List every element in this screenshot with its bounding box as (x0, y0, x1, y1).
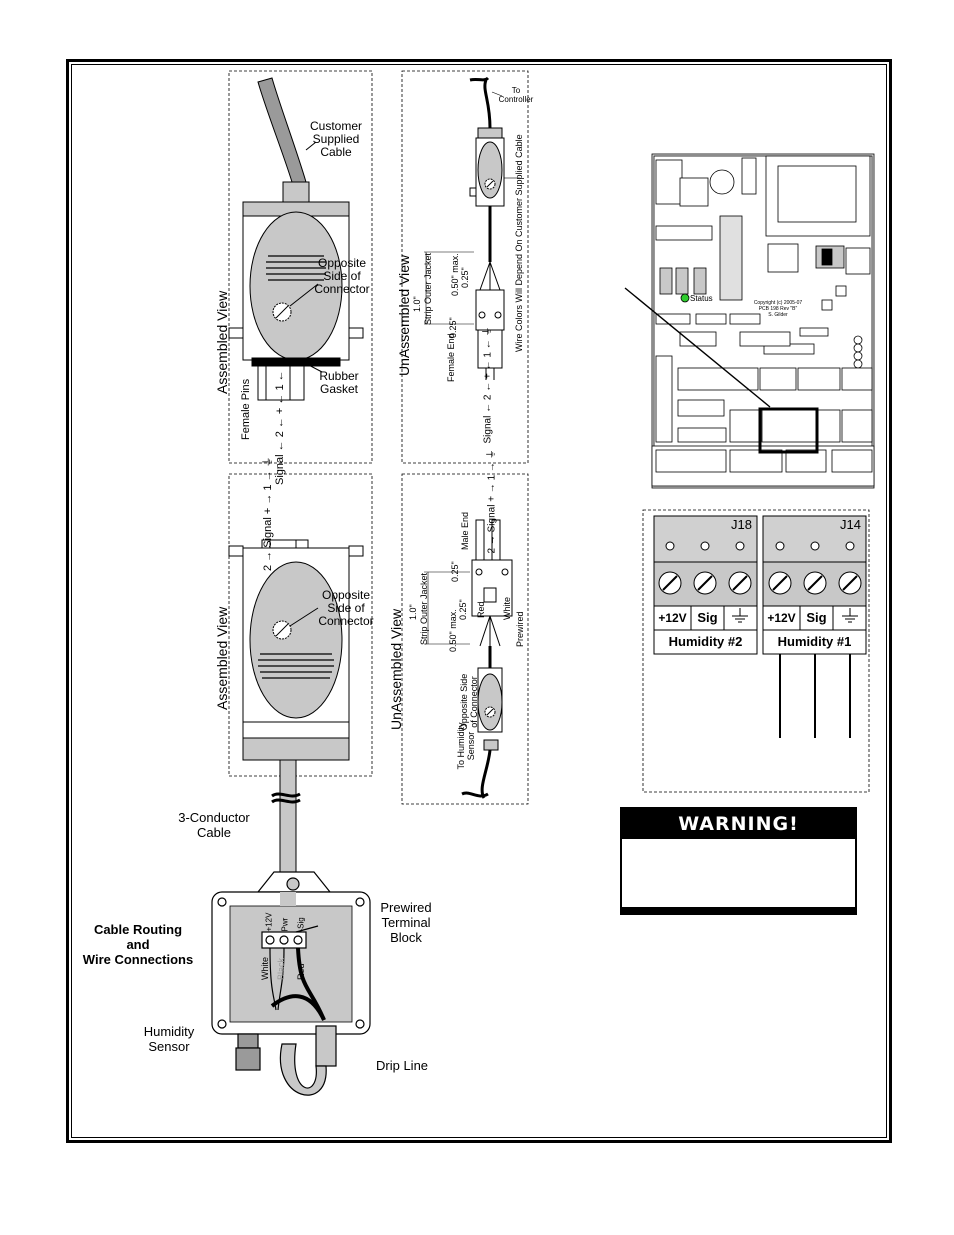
status-led-label: Status (690, 294, 713, 303)
humidity-sensor-label: Humidity Sensor (143, 1024, 195, 1054)
term-sig-label: -Sig (296, 917, 306, 932)
prewired-label: Prewired (515, 611, 525, 647)
humidity1-label: Humidity #1 (777, 634, 852, 649)
strip-jacket-label-top: Strip Outer Jacket (423, 252, 433, 325)
red-label-bottom: Red (476, 601, 486, 618)
unassembled-bottom-pins: 2 → Signal + → 1 → ⏚ (486, 449, 498, 554)
dim-1-0-top: 1.0" (412, 296, 422, 312)
pcb-highlight-box (758, 407, 819, 454)
female-end-label: Female End (446, 333, 456, 382)
assembled-top-connector (228, 77, 364, 401)
junction-box (211, 871, 371, 1096)
three-conductor-label: 3-Conductor Cable (178, 810, 250, 840)
cable-break (271, 792, 301, 804)
white-wire-label: White (260, 956, 270, 980)
j18-sig-label: Sig (697, 610, 718, 625)
warning-bottom-bar (622, 907, 855, 913)
assembled-top-box (228, 70, 373, 464)
terminals-dashed-box (642, 509, 870, 793)
female-pins-label: Female Pins (240, 378, 252, 440)
dim-025a-top: 0.25" (460, 267, 470, 288)
opposite-side-label-bottom: Opposite Side of Connector (318, 588, 374, 628)
terminal-blocks (653, 515, 867, 738)
warning-box: WARNING! (620, 807, 857, 915)
black-wire-label: Black (276, 957, 286, 980)
j14-sig-label: Sig (806, 610, 827, 625)
dim-025a-bottom: 0.25" (450, 561, 460, 582)
assembled-bottom-title: Assembled View (214, 606, 230, 710)
unassembled-bottom-connector (424, 519, 513, 799)
opposite-side-label-top: Opposite Side of Connector (314, 256, 370, 296)
j18-plus12-label: +12V (658, 611, 687, 625)
outer-border (66, 59, 892, 1143)
j14-label: J14 (840, 517, 861, 532)
wire-colors-label: Wire Colors Will Depend On Customer Supp… (514, 134, 524, 352)
male-end-label: Male End (460, 511, 470, 550)
rubber-gasket-label: Rubber Gasket (319, 369, 359, 396)
unassembled-bottom-box (401, 473, 529, 805)
assembled-bottom-box (228, 473, 373, 777)
unassembled-top-box (401, 70, 529, 464)
unassembled-top-pins: Signal ← 2 ← + ← 1 ← ⏚ (482, 326, 494, 444)
white-label-bottom: White (502, 596, 512, 620)
assembled-bottom-pins: 2 → Signal + → 1 → ⏚ (262, 456, 274, 571)
unassembled-top-title: UnAssembled View (396, 254, 412, 376)
assembled-bottom-connector (228, 539, 364, 881)
pointer-line (624, 287, 771, 408)
pcb-board (651, 153, 875, 489)
to-controller-label: To Controller (498, 86, 534, 104)
unassembled-top-connector (424, 76, 520, 380)
assembled-top-title: Assembled View (214, 290, 230, 394)
ground-symbols (732, 608, 858, 623)
unassembled-bottom-title: UnAssembled View (388, 608, 404, 730)
pcb-copyright: Copyright (c) 2005-07 PCB 198 Rev "B" S.… (753, 300, 803, 318)
drip-line-label: Drip Line (376, 1058, 429, 1073)
term-pwr-label: Pwr (280, 917, 290, 932)
humidity2-label: Humidity #2 (668, 634, 743, 649)
term-plus-label: +12V (264, 912, 274, 932)
dim-1-0-bottom: 1.0" (408, 604, 418, 620)
dim-050-bottom: 0.50" max. (448, 609, 458, 652)
warning-title: WARNING! (622, 809, 855, 839)
red-wire-label: Red (296, 963, 306, 980)
j18-label: J18 (731, 517, 752, 532)
dim-050-top: 0.50" max. (450, 253, 460, 296)
inner-border (71, 64, 887, 1138)
to-sensor-label: To Humidity Sensor (456, 722, 476, 770)
customer-cable-label: Customer Supplied Cable (309, 119, 362, 159)
j14-plus12-label: +12V (767, 611, 796, 625)
cable-routing-label: Cable Routing and Wire Connections (82, 922, 194, 967)
dim-025b-bottom: 0.25" (458, 599, 468, 620)
strip-jacket-label-bottom: Strip Outer Jacket (419, 572, 429, 645)
prewired-block-label: Prewired Terminal Block (380, 900, 432, 945)
